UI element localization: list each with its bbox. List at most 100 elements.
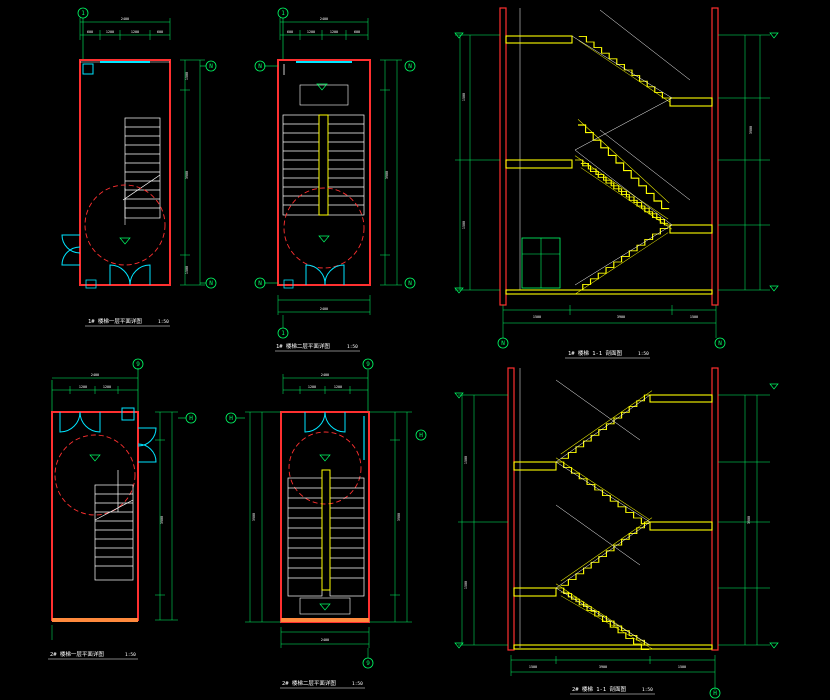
axis-label: H bbox=[189, 415, 193, 422]
plan-2-upper: 9 2400 1200 1200 bbox=[225, 358, 427, 689]
stair-treads bbox=[282, 114, 365, 216]
level-marker-icon bbox=[769, 383, 779, 390]
dim-label: 3900 bbox=[397, 513, 401, 521]
dim-total-label: 2400 bbox=[320, 307, 328, 311]
turn-circle bbox=[283, 187, 365, 269]
view-title: 1# 楼梯二层平面详图 bbox=[276, 342, 330, 350]
section-wall-left bbox=[507, 367, 515, 651]
axis-bubble-icon bbox=[277, 327, 289, 339]
axis-bubble-icon bbox=[709, 687, 721, 699]
view-title: 2# 楼梯二层平面详图 bbox=[282, 679, 336, 687]
view-scale: 1:50 bbox=[158, 319, 169, 325]
door-swing-icon bbox=[304, 411, 346, 433]
dim-label: 1200 bbox=[106, 30, 114, 34]
axis-label: H bbox=[713, 690, 717, 697]
dim-label: 1200 bbox=[307, 30, 315, 34]
landings bbox=[505, 35, 713, 295]
axis-label: N bbox=[258, 63, 262, 70]
door-swing-icon bbox=[305, 264, 345, 286]
dim-label: 3900 bbox=[617, 315, 625, 319]
dim-total-label: 2400 bbox=[321, 638, 329, 642]
dim-label: 1500 bbox=[690, 315, 698, 319]
axis-bubble-icon bbox=[415, 429, 427, 441]
door-swing-icon bbox=[61, 234, 151, 286]
axis-bubble-icon bbox=[497, 337, 509, 349]
axis-label: N bbox=[501, 340, 505, 347]
dim-label: 1200 bbox=[103, 385, 111, 389]
level-marker-icon bbox=[319, 454, 331, 462]
dim-label: 3900 bbox=[749, 126, 753, 134]
dim-label: 1200 bbox=[131, 30, 139, 34]
section-wall-left bbox=[499, 7, 507, 306]
landings bbox=[513, 394, 713, 650]
level-marker-icon bbox=[454, 32, 464, 39]
plan-2-ground: 9 2400 1200 1200 bbox=[48, 358, 197, 660]
level-marker-icon bbox=[769, 32, 779, 39]
dim-label: 600 bbox=[157, 30, 163, 34]
axis-label: N bbox=[408, 280, 412, 287]
axis-label: N bbox=[209, 63, 213, 70]
turn-circle bbox=[288, 431, 362, 505]
dim-label: 1500 bbox=[462, 221, 466, 229]
dim-total-label: 2400 bbox=[321, 373, 329, 377]
view-title: 2# 楼梯一层平面详图 bbox=[50, 650, 104, 658]
axis-label: 1 bbox=[281, 10, 285, 17]
dim-label: 1500 bbox=[529, 665, 537, 669]
axis-label: 1 bbox=[281, 330, 285, 337]
view-scale: 1:50 bbox=[352, 681, 363, 687]
stair-well-walls bbox=[79, 59, 171, 286]
dim-label: 3900 bbox=[385, 171, 389, 179]
axis-bubble-icon bbox=[362, 358, 374, 370]
dim-label: 1500 bbox=[678, 665, 686, 669]
view-title: 2# 楼梯 1-1 剖面图 bbox=[572, 685, 626, 693]
level-marker-icon bbox=[89, 454, 101, 462]
handrail bbox=[318, 114, 329, 216]
axis-label: 9 bbox=[366, 660, 370, 667]
axis-bubble-icon bbox=[254, 277, 266, 289]
section-2: 1500 1500 3900 1500 3900 1500 H 2# 楼梯 1-… bbox=[454, 367, 779, 699]
level-marker-icon bbox=[769, 642, 779, 649]
axis-bubble-icon bbox=[254, 60, 266, 72]
dim-label: 1500 bbox=[464, 456, 468, 464]
axis-label: 9 bbox=[366, 361, 370, 368]
dim-label: 1500 bbox=[533, 315, 541, 319]
stair-treads bbox=[122, 117, 161, 219]
axis-label: N bbox=[209, 280, 213, 287]
turn-circle bbox=[84, 184, 166, 266]
axis-bubble-icon bbox=[404, 277, 416, 289]
dim-label: 600 bbox=[354, 30, 360, 34]
axis-label: N bbox=[258, 280, 262, 287]
level-marker-icon bbox=[319, 603, 331, 611]
section-wall-right bbox=[711, 367, 719, 651]
dim-label: 1200 bbox=[330, 30, 338, 34]
axis-label: 9 bbox=[136, 361, 140, 368]
view-title: 1# 楼梯一层平面详图 bbox=[88, 317, 142, 325]
level-marker-icon bbox=[316, 83, 328, 91]
dim-label: 1500 bbox=[464, 581, 468, 589]
dim-label: 3900 bbox=[599, 665, 607, 669]
axis-bubble-icon bbox=[132, 358, 144, 370]
door-swing-icon bbox=[59, 411, 157, 463]
axis-label: H bbox=[229, 415, 233, 422]
level-marker-icon bbox=[318, 235, 330, 243]
dim-total-label: 2400 bbox=[320, 17, 328, 21]
level-marker-icon bbox=[454, 287, 464, 294]
dim-label: 3900 bbox=[160, 516, 164, 524]
axis-label: N bbox=[718, 340, 722, 347]
handrail bbox=[321, 469, 331, 591]
axis-bubble-icon bbox=[277, 7, 289, 19]
axis-bubble-icon bbox=[77, 7, 89, 19]
dim-label: 1500 bbox=[462, 93, 466, 101]
axis-label: H bbox=[419, 432, 423, 439]
stair-treads bbox=[94, 470, 134, 581]
axis-bubble-icon bbox=[205, 60, 217, 72]
level-marker-icon bbox=[119, 237, 131, 245]
dim-label: 1200 bbox=[79, 385, 87, 389]
view-title: 1# 楼梯 1-1 剖面图 bbox=[568, 349, 622, 357]
axis-label: 1 bbox=[81, 10, 85, 17]
axis-bubble-icon bbox=[714, 337, 726, 349]
stair-treads bbox=[287, 477, 365, 597]
axis-label: N bbox=[408, 63, 412, 70]
dim-label: 600 bbox=[287, 30, 293, 34]
